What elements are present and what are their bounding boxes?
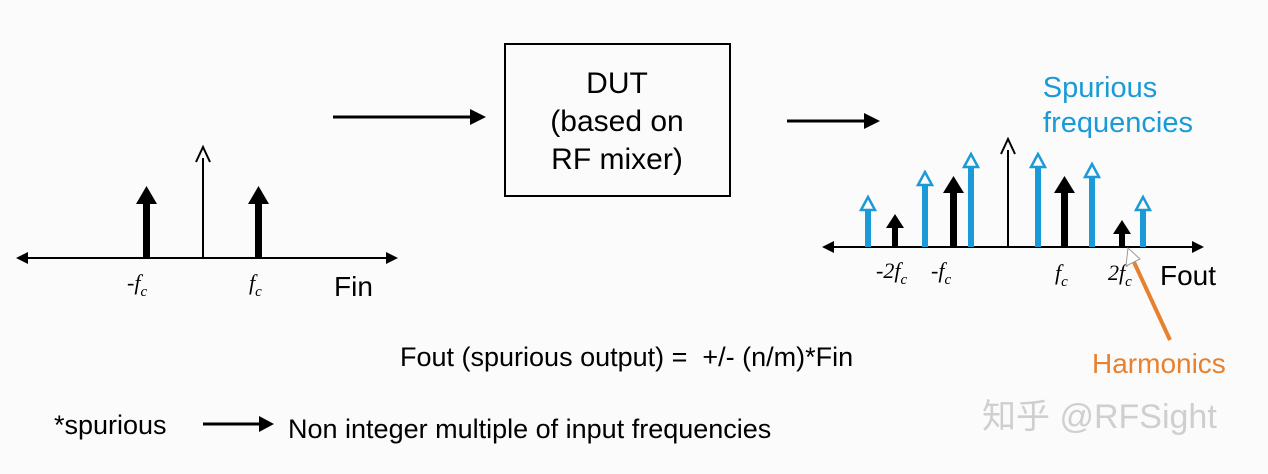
input-peak-neg-fc [143,200,150,258]
spur-3 [968,167,974,247]
spurious-lines [858,151,1153,247]
spur-2-head [915,169,935,187]
harmonics-pointer [1131,259,1172,341]
output-harmonic-neg-fc [950,190,957,247]
output-harmonic-neg-2fc-head [886,214,904,228]
spur-5 [1089,177,1095,247]
spurious-label-line2: frequencies [1043,107,1193,139]
output-harmonic-neg-fc-head [943,176,964,193]
spur-4-head [1028,151,1048,169]
watermark: 知乎 @RFSight [982,398,1217,436]
output-spectrum: -2fc -fc fc 2fc Fout Spurious frequencie… [822,72,1226,379]
output-carrier-arrowhead [1000,136,1016,155]
input-tick-neg-fc: -fc [127,270,147,300]
output-axis-label: Fout [1160,260,1216,291]
spur-1-head [858,194,878,212]
input-spectrum: -fc fc Fin [16,144,398,302]
output-tick-neg-2fc: -2fc [876,258,907,288]
output-tick-2fc: 2fc [1108,260,1132,290]
spur-5-head [1082,161,1102,179]
output-harmonic-neg-2fc [892,226,898,247]
input-carrier-arrowhead [195,144,211,163]
output-tick-fc: fc [1055,260,1068,290]
note-arrow-head [259,416,274,432]
spur-3-head [961,151,981,169]
dut-title: DUT [586,67,648,100]
note-definition: Non integer multiple of input frequencie… [288,414,771,444]
output-harmonic-fc [1061,190,1068,247]
input-peak-fc [255,200,262,258]
output-tick-neg-fc: -fc [931,258,951,288]
input-axis-arrow-right [386,252,398,264]
harmonics-label: Harmonics [1092,348,1226,379]
output-axis-arrow-left [822,241,834,253]
dut-subtitle-2: RF mixer) [551,143,683,176]
output-harmonic-2fc [1119,232,1125,247]
output-harmonic-2fc-head [1113,220,1131,234]
dut-subtitle-1: (based on [550,105,683,138]
spur-6-head [1133,194,1153,212]
spur-2 [922,185,928,247]
spur-6 [1140,210,1146,247]
spur-4 [1035,167,1041,247]
input-axis-arrow-left [16,252,28,264]
dut-block: DUT (based on RF mixer) [504,43,731,197]
input-tick-fc: fc [249,270,262,300]
input-peak-neg-fc-head [136,186,157,204]
harmonics-pointer-head [1125,246,1141,267]
formula: Fout (spurious output) = +/- (n/m)*Fin [400,342,853,372]
spur-1 [865,210,871,247]
input-peak-fc-head [248,186,269,204]
spurious-label-line1: Spurious [1043,72,1157,104]
arrow-from-dut-head [864,113,880,129]
dut-box [504,43,731,197]
output-harmonic-fc-head [1054,176,1075,193]
arrow-to-dut-head [470,109,486,125]
output-axis-arrow-right [1192,241,1204,253]
input-axis-label: Fin [334,271,373,302]
note-term: *spurious [54,410,167,440]
